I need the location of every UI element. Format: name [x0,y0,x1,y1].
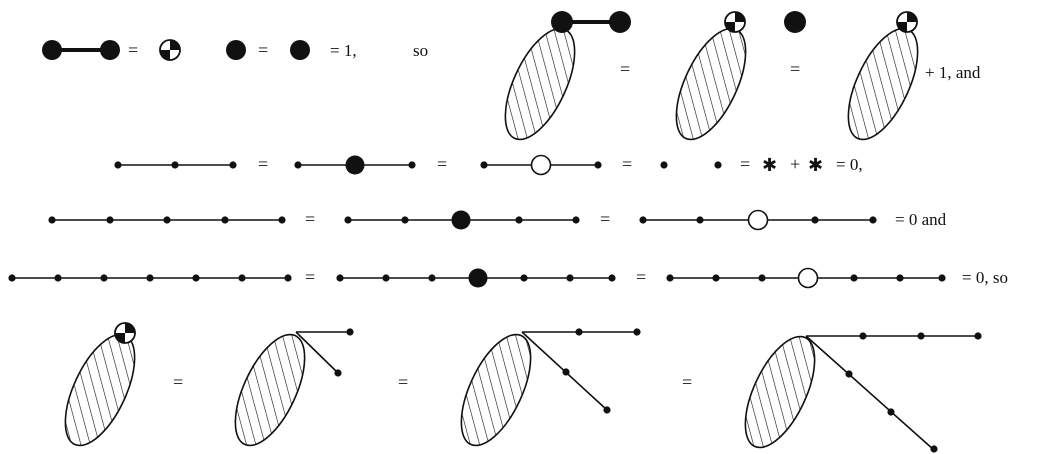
big-vertex [226,40,246,60]
big-vertex [551,11,573,33]
equals-sign: = [258,40,268,60]
equals-sign: = [740,154,750,174]
equals-sign: = [600,209,610,229]
big-vertex [609,11,631,33]
crossed-vertex-icon [724,11,746,33]
equals-sign: = [305,209,315,229]
hatched-blob [675,27,747,141]
plus-sign: + [790,154,800,174]
row1-right: = = + 1, and [504,11,981,141]
row3: = = = 0 and [48,209,947,231]
big-vertex [468,268,488,288]
plus-one-and-text: + 1, and [925,63,981,82]
big-vertex [345,155,365,175]
crossed-vertex-icon [114,322,136,344]
star-icon: ✱ [762,155,777,175]
equals-zero-so-text: = 0, so [962,268,1008,287]
equals-sign: = [173,372,183,392]
big-vertex [451,210,471,230]
equals-sign: = [636,267,646,287]
row2: = = = = ✱ + ✱ = 0, [114,154,863,176]
equals-sign: = [620,59,630,79]
row1-left: = = = 1, so [42,39,428,61]
row4: = = = 0, so [8,267,1008,289]
equals-sign: = [398,372,408,392]
equals-zero-text: = 0, [836,155,863,174]
crossed-vertex-icon [159,39,181,61]
equals-zero-and-text: = 0 and [895,210,947,229]
equals-sign: = [790,59,800,79]
row5: = = = [64,322,982,453]
equals-sign: = [258,154,268,174]
big-vertex [100,40,120,60]
equals-sign: = [128,40,138,60]
big-vertex [290,40,310,60]
hatched-blob [64,333,136,447]
hatched-blob [234,333,306,447]
equals-sign: = [437,154,447,174]
hollow-vertex [797,267,819,289]
so-text: so [413,41,428,60]
equals-sign: = [622,154,632,174]
hatched-blob [744,335,816,449]
hatched-blob [504,27,576,141]
crossed-vertex-icon [896,11,918,33]
equals-one-text: = 1, [330,41,357,60]
big-vertex [784,11,806,33]
hatched-blob [460,333,532,447]
equals-sign: = [682,372,692,392]
star-icon: ✱ [808,155,823,175]
hollow-vertex [530,154,552,176]
equals-sign: = [305,267,315,287]
big-vertex [42,40,62,60]
hatched-blob [847,27,919,141]
hollow-vertex [747,209,769,231]
